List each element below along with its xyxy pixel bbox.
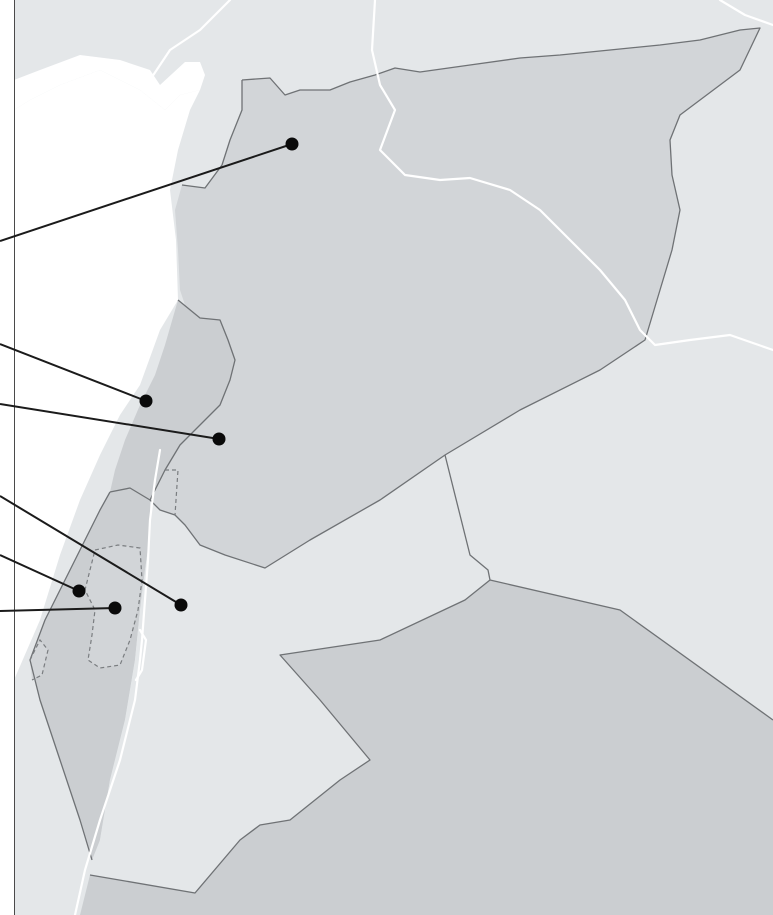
country-lebanon [110, 300, 235, 500]
location-marker-icon[interactable] [108, 601, 122, 615]
border-golan [165, 469, 179, 516]
leader-line-3 [0, 403, 220, 440]
river-euphrates [370, 0, 773, 352]
country-saudi-arabia [80, 580, 773, 915]
location-marker-icon[interactable] [174, 598, 188, 612]
region-gaza [30, 640, 48, 680]
border-saudi-iraq [489, 579, 773, 721]
border-israel-coast [29, 491, 111, 861]
country-syria [150, 28, 760, 568]
location-marker-icon[interactable] [72, 584, 86, 598]
border-syria-turkey-west [181, 80, 243, 189]
leader-lines [0, 143, 293, 612]
location-markers [72, 137, 299, 615]
border-west-bank [84, 544, 143, 669]
location-marker-icon[interactable] [212, 432, 226, 446]
river-dead-sea [134, 628, 148, 682]
river-jordan [73, 448, 162, 915]
country-jordan [90, 455, 490, 893]
leader-line-6 [0, 607, 116, 612]
leader-line-1 [0, 143, 293, 242]
river-north [148, 0, 232, 82]
sea-inlet [14, 55, 205, 110]
river-northeast [718, 0, 773, 27]
country-iraq [445, 28, 773, 720]
region-golan [150, 470, 178, 515]
location-marker-icon[interactable] [285, 137, 299, 151]
border-jordan [89, 454, 491, 894]
leader-line-4 [0, 495, 182, 606]
border-gaza [29, 638, 49, 681]
location-marker-icon[interactable] [139, 394, 153, 408]
leader-line-5 [0, 554, 80, 592]
leader-line-2 [0, 343, 147, 402]
border-lebanon [109, 299, 236, 501]
